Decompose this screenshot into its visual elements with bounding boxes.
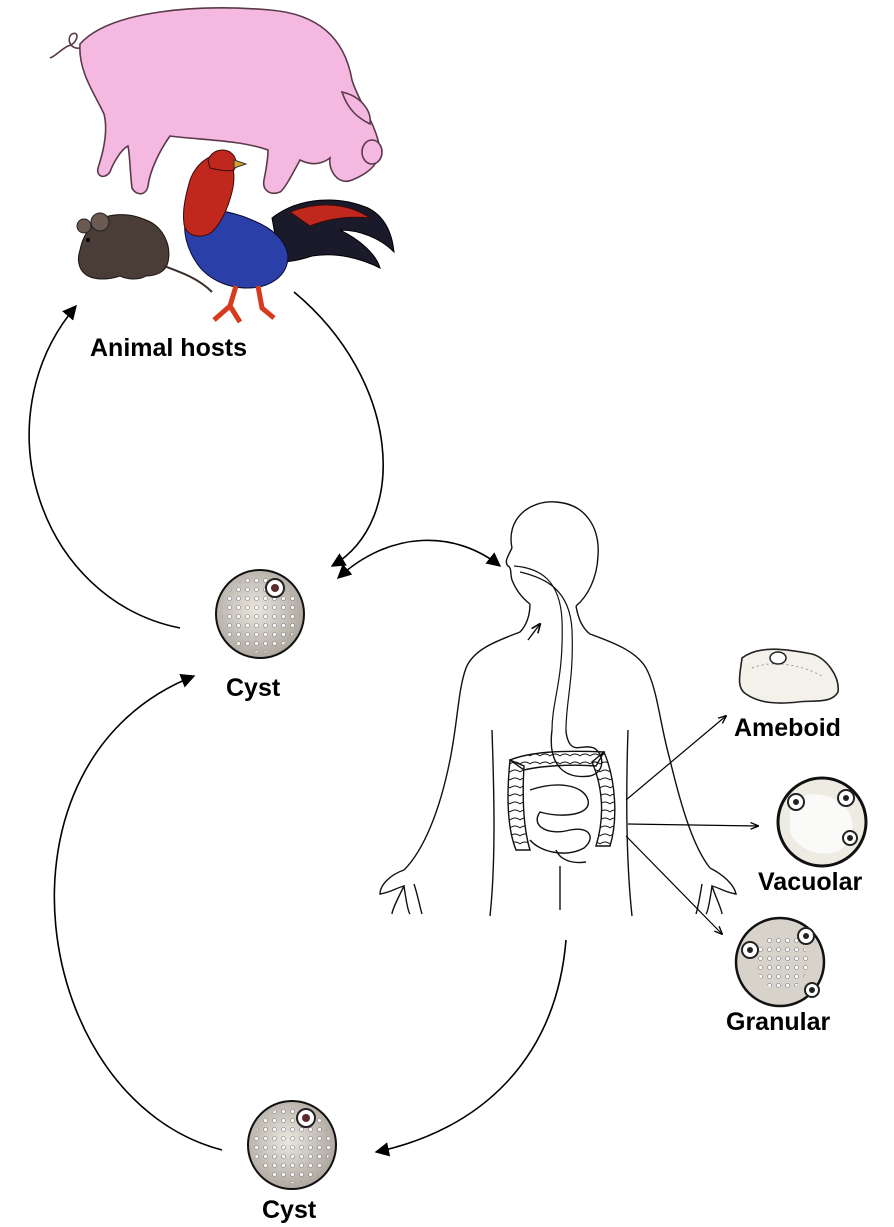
arrow-bottom-cyst-to-top-cyst: [54, 676, 222, 1150]
arrow-to-granular: [626, 836, 722, 934]
granular-form: [736, 918, 824, 1006]
pig-snout: [362, 140, 382, 164]
rooster-head: [208, 150, 236, 171]
esophagus-arrow: [528, 624, 540, 640]
arrow-to-vacuolar: [628, 824, 758, 826]
mouse-ear: [91, 213, 109, 231]
mouse-ear: [77, 219, 91, 233]
arrow-animal-hosts-to-cyst: [294, 292, 383, 566]
label-ameboid: Ameboid: [734, 714, 841, 743]
arrow-cyst-to-human: [338, 540, 500, 578]
label-granular: Granular: [726, 1008, 830, 1037]
cycle-arrows: [29, 292, 566, 1152]
pig-tail: [50, 33, 80, 58]
intestines: [508, 751, 615, 910]
cyst-bottom: [248, 1101, 336, 1189]
rooster-leg: [214, 286, 274, 322]
arrow-human-to-cyst: [376, 940, 566, 1152]
form-arrows: [626, 716, 758, 934]
label-animal-hosts: Animal hosts: [90, 334, 247, 363]
ameboid-form: [740, 649, 839, 703]
label-cyst-bottom: Cyst: [262, 1196, 316, 1225]
label-cyst-top: Cyst: [226, 674, 280, 703]
label-vacuolar: Vacuolar: [758, 868, 862, 897]
arrow-to-ameboid: [626, 716, 726, 800]
rooster-beak: [234, 160, 246, 168]
cyst-top: [216, 570, 304, 658]
mouse-eye: [86, 238, 90, 242]
vacuolar-form: [778, 778, 866, 866]
